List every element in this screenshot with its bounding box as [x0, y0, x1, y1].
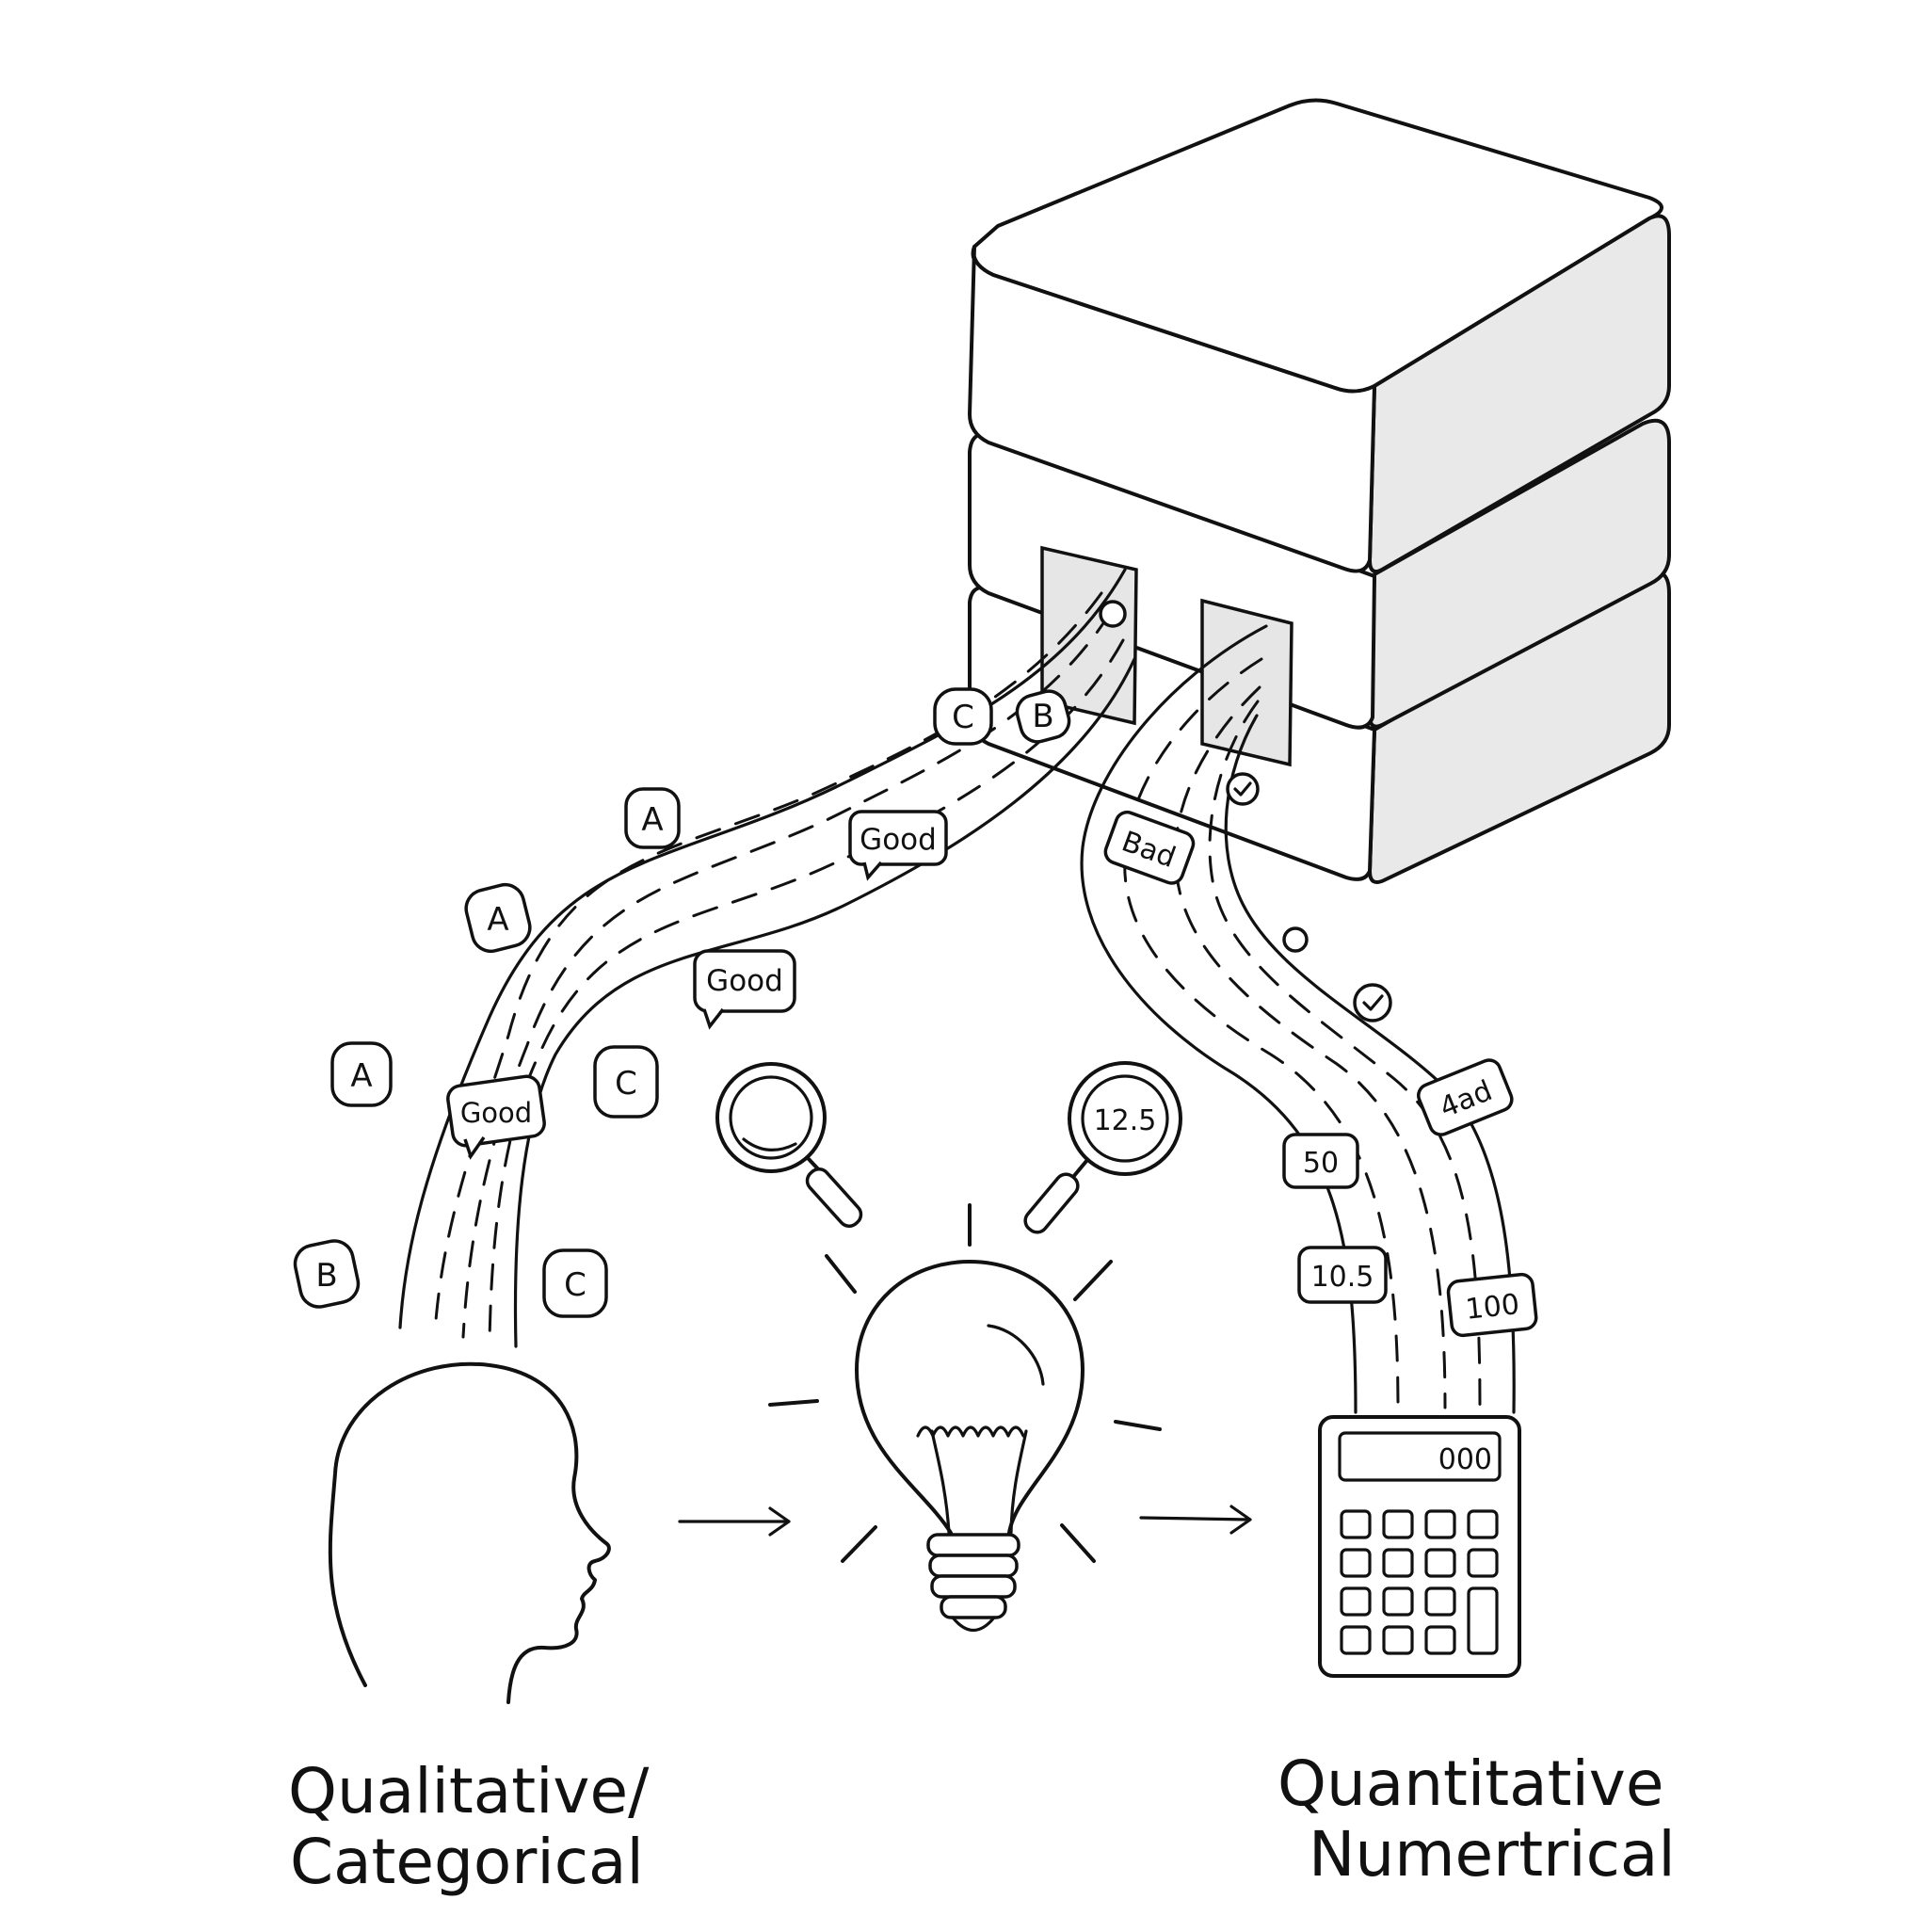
- tag-number-50: 50: [1282, 1133, 1359, 1189]
- check-node-1: [1226, 772, 1260, 806]
- speech-bubble-good-2: Good: [693, 949, 796, 1030]
- database-icon: [968, 98, 1671, 884]
- tag-c-3: C: [542, 1248, 608, 1318]
- svg-text:Good: Good: [706, 964, 783, 998]
- svg-text:50: 50: [1303, 1147, 1339, 1180]
- svg-text:B: B: [315, 1257, 337, 1295]
- svg-text:C: C: [615, 1065, 637, 1103]
- tag-a-3: A: [330, 1041, 393, 1107]
- svg-text:Good: Good: [460, 1097, 532, 1129]
- calculator-keypad: [1340, 1509, 1499, 1655]
- tag-b-1: B: [293, 1239, 361, 1309]
- svg-text:12.5: 12.5: [1094, 1104, 1157, 1137]
- tag-number-100: 100: [1446, 1272, 1538, 1338]
- svg-text:A: A: [641, 801, 663, 839]
- check-node-2: [1353, 983, 1392, 1022]
- caption-quantitative-line1: Quantitative: [1277, 1747, 1663, 1820]
- svg-text:Good: Good: [860, 823, 937, 857]
- calculator-icon: 000: [1318, 1415, 1521, 1678]
- svg-text:10.5: 10.5: [1311, 1261, 1374, 1294]
- svg-text:A: A: [350, 1057, 372, 1095]
- stream-node-top-left: [1099, 600, 1127, 628]
- svg-text:B: B: [1032, 698, 1053, 735]
- caption-quantitative: Quantitative Numertrical: [1277, 1747, 1676, 1891]
- magnifier-icon: [715, 1062, 863, 1228]
- caption-qualitative-line1: Qualitative/: [288, 1755, 650, 1827]
- speech-bubble-good-1: Good: [848, 810, 948, 881]
- magnifier-value-icon: 12.5: [1023, 1061, 1182, 1234]
- database-port-right: [1200, 598, 1293, 767]
- quantitative-data-stream: [1080, 624, 1516, 1414]
- svg-text:100: 100: [1464, 1288, 1521, 1327]
- head-profile-icon: [328, 1361, 611, 1704]
- tag-b-2: B: [1015, 689, 1071, 744]
- tag-c-2: C: [593, 1045, 659, 1119]
- arrow-bulb-to-calculator: [1139, 1505, 1252, 1535]
- caption-qualitative-line2: Categorical: [290, 1826, 644, 1898]
- svg-text:C: C: [952, 699, 974, 736]
- tag-a-2: A: [464, 882, 532, 954]
- caption-quantitative-line2: Numertrical: [1309, 1818, 1676, 1891]
- tag-number-10-5: 10.5: [1297, 1246, 1388, 1304]
- svg-text:C: C: [564, 1266, 586, 1304]
- database-slab-top: [968, 98, 1671, 573]
- svg-text:000: 000: [1438, 1443, 1492, 1476]
- stream-node-right: [1282, 926, 1309, 953]
- tag-bad: Bad: [1103, 810, 1196, 885]
- tag-4ad: 4ad: [1417, 1058, 1514, 1136]
- arrow-head-to-bulb: [678, 1506, 791, 1537]
- lightbulb-icon: [768, 1203, 1162, 1633]
- tag-a-1: A: [624, 787, 681, 849]
- caption-qualitative: Qualitative/ Categorical: [288, 1755, 650, 1898]
- speech-bubble-good-3: Good: [446, 1074, 546, 1160]
- tag-c-1: C: [933, 687, 993, 746]
- svg-text:A: A: [487, 901, 508, 939]
